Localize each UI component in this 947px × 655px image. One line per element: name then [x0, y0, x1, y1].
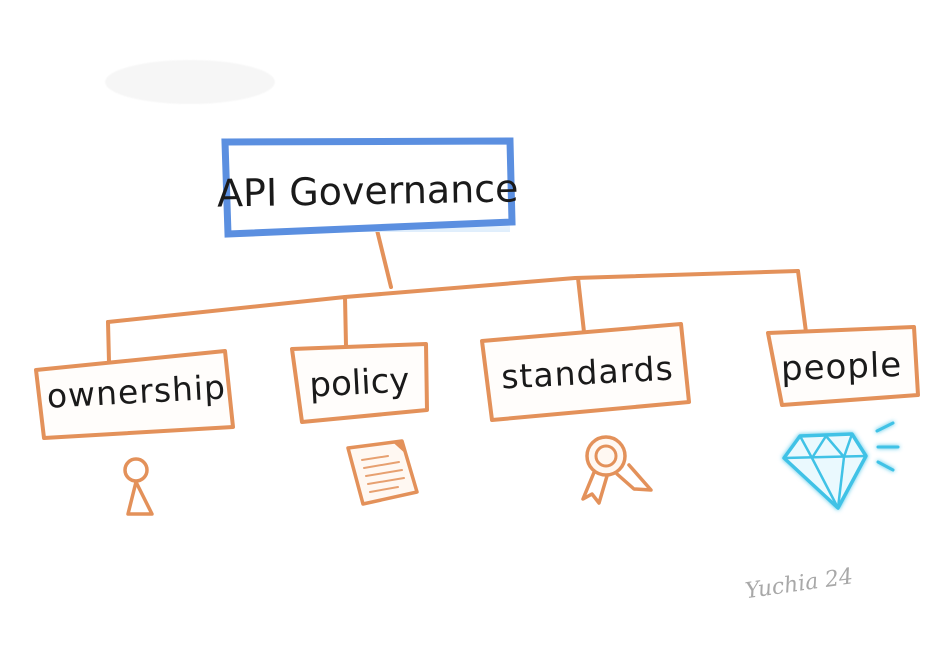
background-smudge: [105, 60, 275, 104]
diamond-icon: [782, 432, 868, 510]
root-node-api-governance: API Governance: [217, 137, 519, 238]
child-node-label: policy: [308, 360, 410, 405]
child-node-label: people: [780, 345, 903, 389]
artist-signature: Yuchia 24: [744, 564, 855, 604]
person-icon: [123, 457, 154, 516]
child-node-ownership: ownership: [34, 349, 235, 440]
sparkle-lines-icon: [875, 421, 900, 472]
child-node-label: ownership: [46, 367, 227, 415]
child-node-standards: standards: [480, 322, 691, 422]
connector-lines: [106, 228, 808, 364]
child-node-people: people: [766, 325, 920, 407]
document-icon: [346, 439, 419, 506]
child-node-policy: policy: [290, 342, 429, 424]
award-ribbon-icon: [581, 435, 653, 505]
child-node-label: standards: [500, 349, 674, 397]
root-node-label: API Governance: [217, 166, 519, 215]
